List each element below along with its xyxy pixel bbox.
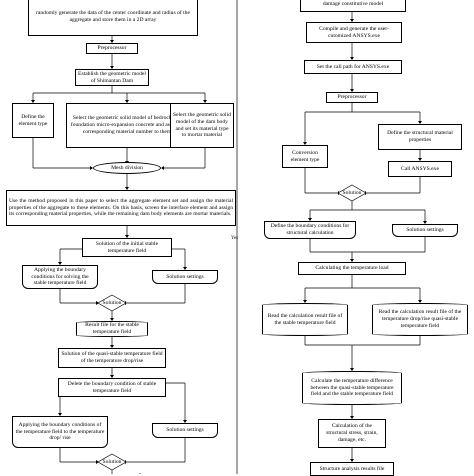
apply-boundary-drop-box: Applying the boundary conditions of the …	[12, 416, 108, 448]
apply-boundary-stable-box: Applying the boundary conditions for sol…	[22, 265, 98, 289]
select-dam-body-box: Select the geometric solid model of the …	[170, 103, 234, 148]
store-data-box: randomly generate the data of the center…	[28, 0, 198, 36]
define-structural-properties-box: Define the structural material propertie…	[378, 124, 462, 150]
initial-stable-solution-box: Solution of the initial stable temperatu…	[82, 238, 172, 257]
preprocessor-box-left: Preprocessor	[86, 43, 138, 54]
compile-generate-box: Compile and generate the user-cutomized …	[306, 22, 402, 43]
define-element-type-box-left: Define the element type	[12, 103, 54, 138]
yes-connector-label: Yes	[231, 236, 238, 241]
method-paragraph-box: Use the method proposed in this paper to…	[6, 190, 236, 226]
select-bedrock-box: Select the geometric solid model of bedr…	[66, 103, 188, 148]
delete-boundary-box: Delete the boundary condition of stable …	[58, 378, 166, 397]
calculate-temperature-load-box: Calculating the temperature load	[298, 262, 406, 275]
result-file-stable-box: Result file for the stable temperature f…	[76, 321, 148, 337]
solution-settings-box-left-2: Solution settings	[152, 423, 218, 438]
call-ansys-box: Call ANSYS.exe	[388, 161, 452, 177]
set-call-path-box: Set the call path for ANSYS.exe	[304, 60, 402, 74]
solution-diamond-label-right: Solution	[342, 189, 362, 196]
calculate-structural-box: Calculation of the structural stress, st…	[318, 419, 386, 448]
read-result-quasi-box: Read the calculation result file of the …	[372, 303, 468, 336]
solution-diamond-label-1: Solution	[102, 299, 122, 306]
calculate-difference-box: Calculate the temperature difference bet…	[302, 371, 402, 405]
geometric-model-box: Establish the geometric model of Shimant…	[75, 69, 149, 86]
solution-diamond-label-2: Solution	[102, 458, 122, 465]
solution-settings-box-right: Solution settings	[392, 224, 458, 237]
damage-model-box: damage constitutive model	[300, 0, 406, 12]
conversion-element-type-box: Conversion element type	[282, 145, 328, 168]
mesh-division-box: Mesh division	[93, 162, 161, 174]
quasi-stable-solution-box: Solution of the quasi-stable temperature…	[58, 348, 166, 368]
define-boundary-structural-box: Define the boundary conditions for struc…	[264, 221, 356, 239]
solution-settings-box-left-1: Solution settings	[152, 270, 218, 284]
preprocessor-box-right: Preprocessor	[326, 92, 378, 103]
read-result-stable-box: Read the calculation result file of the …	[262, 303, 348, 336]
